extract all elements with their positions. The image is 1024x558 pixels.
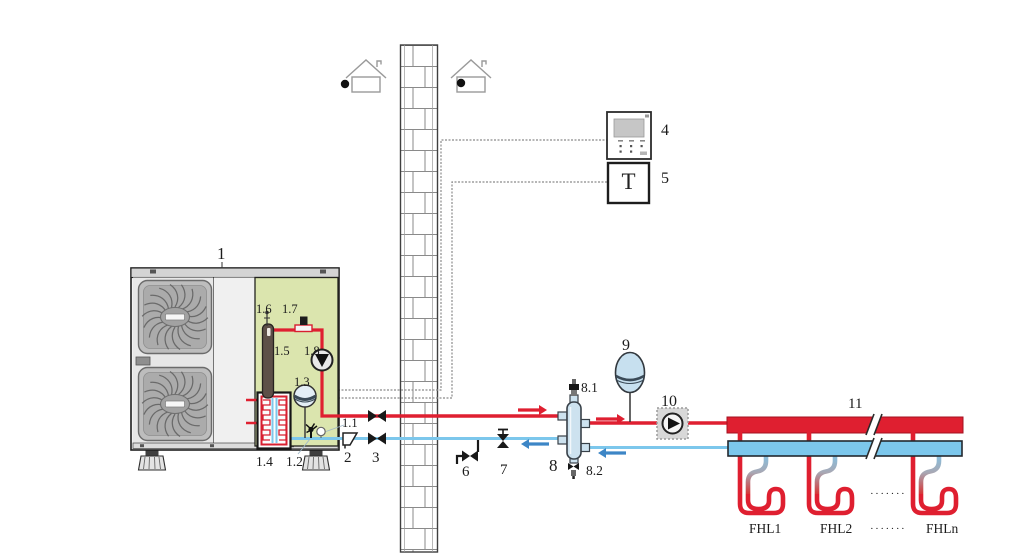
brick-wall	[399, 44, 439, 553]
return-manifold-header	[727, 440, 963, 457]
gauge-leader-line	[325, 424, 345, 432]
label-manifold: 11	[848, 396, 863, 412]
flow-arrows	[518, 405, 626, 458]
label-separator-air-vent: 8.1	[581, 380, 598, 395]
outdoor-house-icon	[340, 59, 387, 93]
label-pressure-gauge: 1.1	[342, 416, 358, 430]
label-flow-switch: 1.7	[282, 302, 298, 316]
fan-grille-icon	[139, 368, 212, 441]
label-strainer: 2	[344, 450, 352, 466]
safety-valve-leader-line	[297, 438, 311, 455]
heat-pump-unit	[130, 262, 345, 471]
loops-ellipsis-mid: ·······	[870, 488, 907, 500]
secondary-pump-icon	[656, 407, 689, 440]
internal-expansion-vessel-icon	[293, 384, 317, 438]
unit-badge	[135, 356, 151, 366]
controller-wire	[338, 139, 607, 391]
label-room-thermostat: 5	[661, 170, 669, 187]
fill-valve-icon	[497, 428, 509, 448]
label-backup-heater: 1.5	[274, 344, 290, 358]
label-heat-exchanger: 1.4	[256, 454, 273, 469]
label-secondary-pump: 10	[661, 393, 677, 410]
label-internal-expansion-vessel: 1.3	[294, 375, 310, 389]
plate-heat-exchanger-icon	[256, 391, 292, 450]
air-purge-valve-icon	[264, 310, 270, 326]
backup-heater-icon	[261, 323, 275, 399]
internal-pump-icon	[310, 348, 334, 372]
thermostat-wire	[338, 181, 608, 399]
pressure-gauge-icon	[316, 426, 326, 438]
label-air-purge-valve: 1.6	[256, 302, 272, 316]
separator-drain-icon	[568, 463, 579, 479]
shutoff-valve-supply-icon	[368, 410, 386, 422]
shutoff-valve-return-icon	[368, 432, 386, 445]
label-drain-valve: 6	[462, 464, 470, 480]
thermostat-letter: T	[621, 169, 636, 194]
label-heat-pump: 1	[217, 244, 226, 263]
label-fhl1: FHL1	[749, 521, 782, 536]
return-flow-arrow	[598, 448, 626, 458]
loops-ellipsis-bottom: ·······	[870, 523, 907, 535]
flow-switch-icon	[294, 316, 313, 333]
strainer-icon	[342, 432, 359, 449]
label-safety-valve: 1.2	[286, 454, 303, 469]
unit-foot	[137, 448, 167, 471]
indoor-house-icon	[450, 59, 492, 93]
label-fhln: FHLn	[926, 521, 959, 536]
controller-icon	[606, 111, 652, 160]
fan-grille-icon	[139, 281, 212, 354]
label-hydraulic-separator: 8	[549, 456, 558, 475]
label-controller: 4	[661, 122, 669, 139]
label-fill-valve: 7	[500, 462, 508, 478]
label-shutoff-valve: 3	[372, 450, 380, 466]
separator-air-vent-icon	[569, 379, 579, 396]
supply-flow-arrow	[518, 405, 547, 415]
supply-manifold-header	[726, 416, 964, 434]
drain-valve-icon	[455, 440, 480, 464]
safety-valve-icon	[305, 423, 318, 438]
label-fhl2: FHL2	[820, 521, 853, 536]
hydraulic-separator-icon	[557, 379, 591, 479]
pipe-break-icon	[865, 413, 883, 460]
thermostat-icon	[606, 161, 651, 205]
return-flow-arrow	[521, 439, 549, 449]
label-circulation-pump: 1.8	[304, 344, 320, 358]
label-expansion-tank: 9	[622, 337, 630, 354]
control-wires	[338, 139, 608, 399]
label-separator-drain: 8.2	[586, 463, 603, 478]
unit-foot	[301, 448, 331, 471]
expansion-tank-icon	[614, 351, 646, 422]
supply-flow-arrow	[596, 414, 625, 424]
